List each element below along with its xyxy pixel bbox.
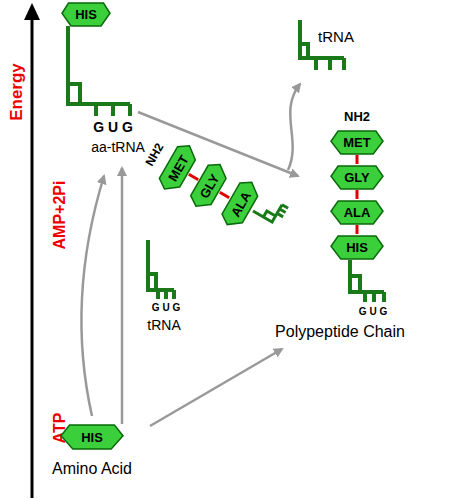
molecule-name: tRNA xyxy=(318,29,354,46)
amino-acid-name: HIS xyxy=(75,8,97,21)
molecule-name: Amino Acid xyxy=(52,460,132,478)
pentagon-shape xyxy=(218,177,262,230)
molecule-name: aa-tRNA xyxy=(91,140,145,155)
atp-curve-arrow xyxy=(81,176,104,416)
amino-acid-pentagon: ALA xyxy=(330,200,384,225)
axis-title: Energy xyxy=(8,63,27,121)
amino-acid-name: HIS xyxy=(346,241,368,254)
trna-glyph xyxy=(253,194,288,226)
pentagon-shape xyxy=(156,141,200,195)
n-terminus: NH2 xyxy=(143,141,166,168)
anticodon: G U G xyxy=(152,302,180,313)
amino-acid-name: ALA xyxy=(228,189,253,219)
amino-acid-name: ALA xyxy=(344,206,371,219)
amino-acid-pentagon: HIS xyxy=(60,424,124,450)
amino-acid-name: GLY xyxy=(197,172,221,201)
pentagon-shape xyxy=(331,201,383,224)
amino-acid-name: HIS xyxy=(81,431,103,444)
anticodon: G U G xyxy=(359,306,387,317)
molecule-name: tRNA xyxy=(147,318,180,333)
peptide-bond xyxy=(356,225,359,234)
n-terminus: NH2 xyxy=(344,110,370,124)
pentagon-shape xyxy=(187,160,230,213)
peptide-bond xyxy=(356,155,359,164)
amino-acid-pentagon: GLY xyxy=(186,158,232,213)
amino-acid-pentagon: MET xyxy=(330,130,384,155)
release-arrow xyxy=(288,84,300,170)
molecule-name: Polypeptide Chain xyxy=(275,323,405,341)
charging-arrow xyxy=(121,168,124,424)
amino-acid-pentagon: HIS xyxy=(61,2,111,27)
energy-product: AMP+2Pi xyxy=(51,181,69,250)
amino-acid-name: GLY xyxy=(344,171,370,184)
amino-acid-pentagon: HIS xyxy=(330,235,384,260)
pentagon-shape xyxy=(331,131,383,154)
pentagon-shape xyxy=(331,236,383,259)
trna-glyph xyxy=(68,26,130,116)
anticodon: G U G xyxy=(93,120,133,135)
peptide-bond xyxy=(220,192,229,197)
trna-glyph xyxy=(148,240,174,299)
amino-acid-pentagon: GLY xyxy=(330,165,384,190)
peptide-bond xyxy=(356,190,359,199)
pentagon-shape xyxy=(62,3,110,26)
pentagon-shape xyxy=(61,425,123,449)
energy-axis xyxy=(31,18,34,498)
incorporation-arrow xyxy=(150,349,282,426)
amino-acid-pentagon: ALA xyxy=(217,176,263,232)
pentagon-shape xyxy=(331,166,383,189)
axis-arrowhead xyxy=(24,3,40,20)
trna-glyph xyxy=(350,260,384,302)
peptide-bond xyxy=(189,174,198,179)
trna-glyph xyxy=(300,20,344,70)
amino-acid-name: MET xyxy=(343,136,370,149)
